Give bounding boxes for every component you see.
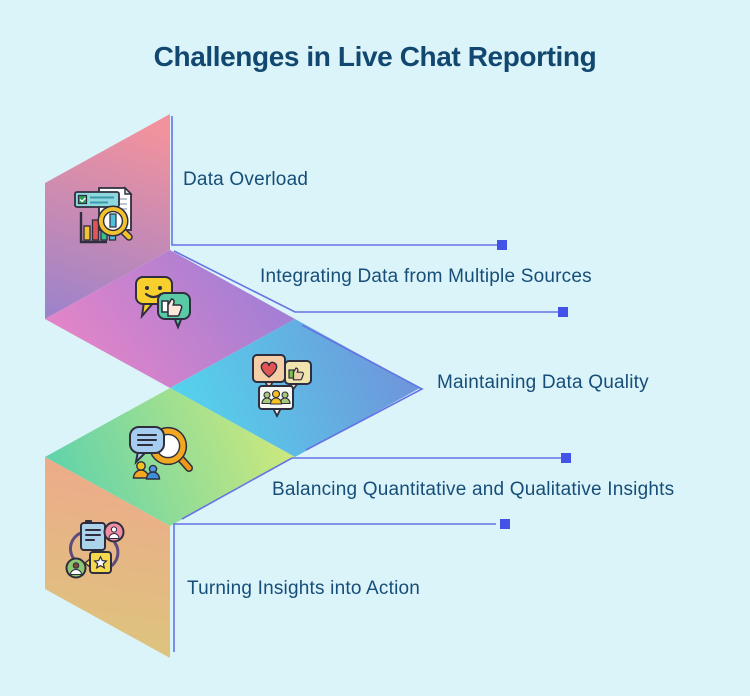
chat-magnifier-people-icon [129,426,193,480]
page-title: Challenges in Live Chat Reporting [153,41,597,72]
item-label-turning-insights: Turning Insights into Action [187,578,421,599]
item-label-balancing-insights: Balancing Quantitative and Qualitative I… [272,479,675,500]
item-label-data-quality: Maintaining Data Quality [437,372,649,393]
connector-2-endpoint-square [558,307,568,317]
connector-endpoints [497,240,571,529]
connector-2-line [173,250,558,313]
report-analysis-magnifier-icon [74,186,133,244]
smiley-chat-thumbs-up-icon [135,276,191,330]
feedback-reaction-bubbles-icon [252,354,312,419]
connector-5-endpoint-square [500,519,510,529]
connector-lines [171,116,561,652]
item-label-data-overload: Data Overload [183,169,309,190]
insights-action-cycle-icon [65,520,125,579]
item-label-integrating-data: Integrating Data from Multiple Sources [260,266,592,287]
connector-4-line [181,457,561,520]
connector-5-line [173,523,496,652]
connector-1-line [171,116,497,246]
connector-3-line [301,324,424,451]
connector-4-endpoint-square [561,453,571,463]
connector-1-endpoint-square [497,240,507,250]
